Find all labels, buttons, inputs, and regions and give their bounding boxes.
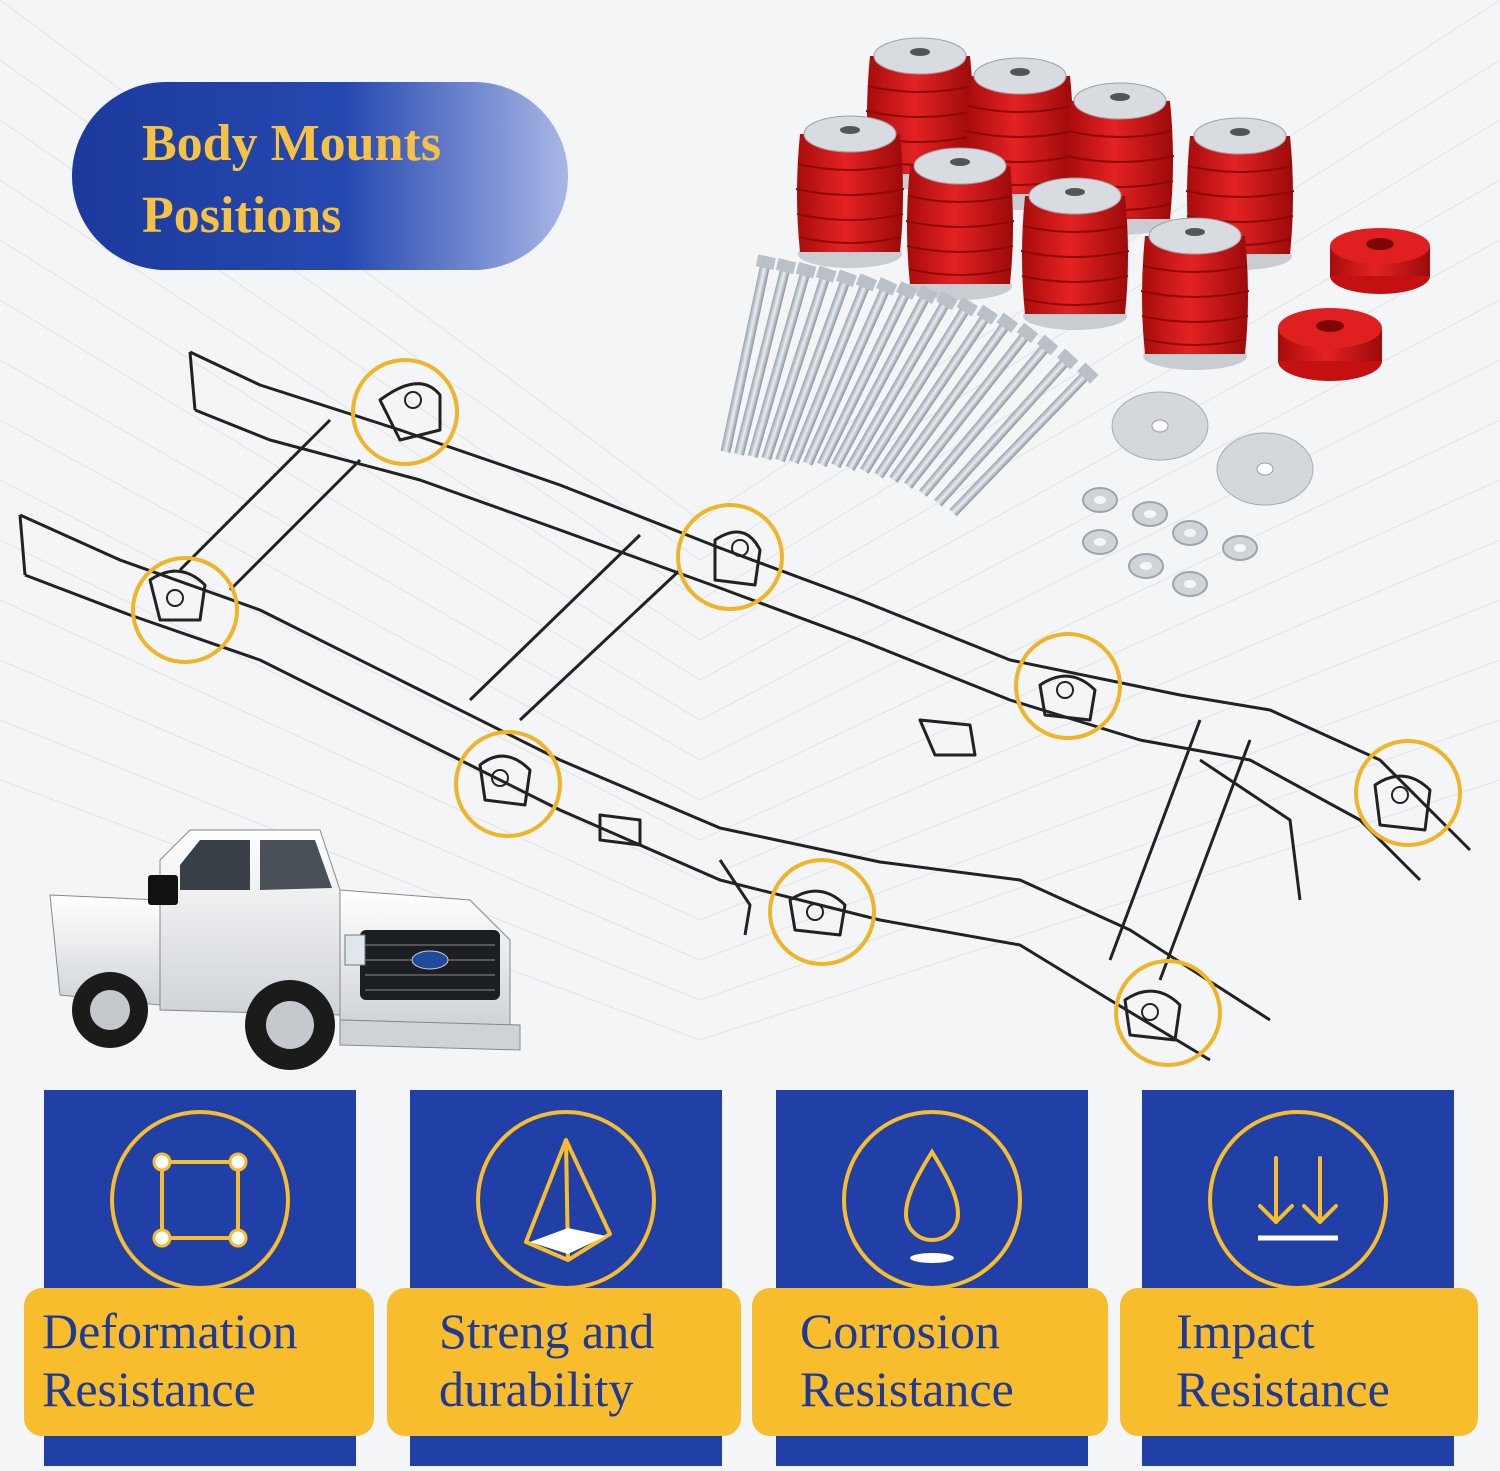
page-title: Body Mounts Positions (142, 108, 562, 252)
square-frame-icon (110, 1110, 290, 1290)
feature-label-durability: Streng and durability (387, 1288, 741, 1436)
mount-marker (351, 358, 459, 466)
title-line-1: Body Mounts (142, 115, 442, 172)
mount-marker (1114, 959, 1222, 1067)
feature-label-line-1: Streng and (439, 1303, 655, 1359)
feature-label-corrosion: Corrosion Resistance (752, 1288, 1108, 1436)
title-banner (72, 82, 568, 270)
pyramid-icon (476, 1110, 656, 1290)
mount-position-markers (131, 358, 1462, 1067)
mount-marker (454, 730, 562, 838)
down-arrows-icon (1208, 1110, 1388, 1290)
mount-marker (1354, 739, 1462, 847)
mount-marker (1014, 632, 1122, 740)
feature-label-impact: Impact Resistance (1120, 1288, 1478, 1436)
mount-marker (131, 556, 239, 664)
feature-label-line-1: Corrosion (800, 1303, 1000, 1359)
title-line-2: Positions (142, 187, 342, 244)
body-mount-kit-image (716, 37, 1430, 597)
droplet-icon (842, 1110, 1022, 1290)
feature-label-line-2: durability (439, 1361, 634, 1417)
feature-label-line-1: Impact (1176, 1303, 1315, 1359)
feature-label-line-2: Resistance (1176, 1361, 1390, 1417)
pickup-truck-image (49, 829, 521, 1070)
chassis-frame-diagram (18, 350, 1472, 1067)
feature-label-line-1: Deformation (42, 1303, 298, 1359)
mount-marker (768, 858, 876, 966)
feature-label-line-2: Resistance (800, 1361, 1014, 1417)
feature-label-line-2: Resistance (42, 1361, 256, 1417)
feature-label-deformation: Deformation Resistance (24, 1288, 374, 1436)
mount-marker (676, 503, 784, 611)
